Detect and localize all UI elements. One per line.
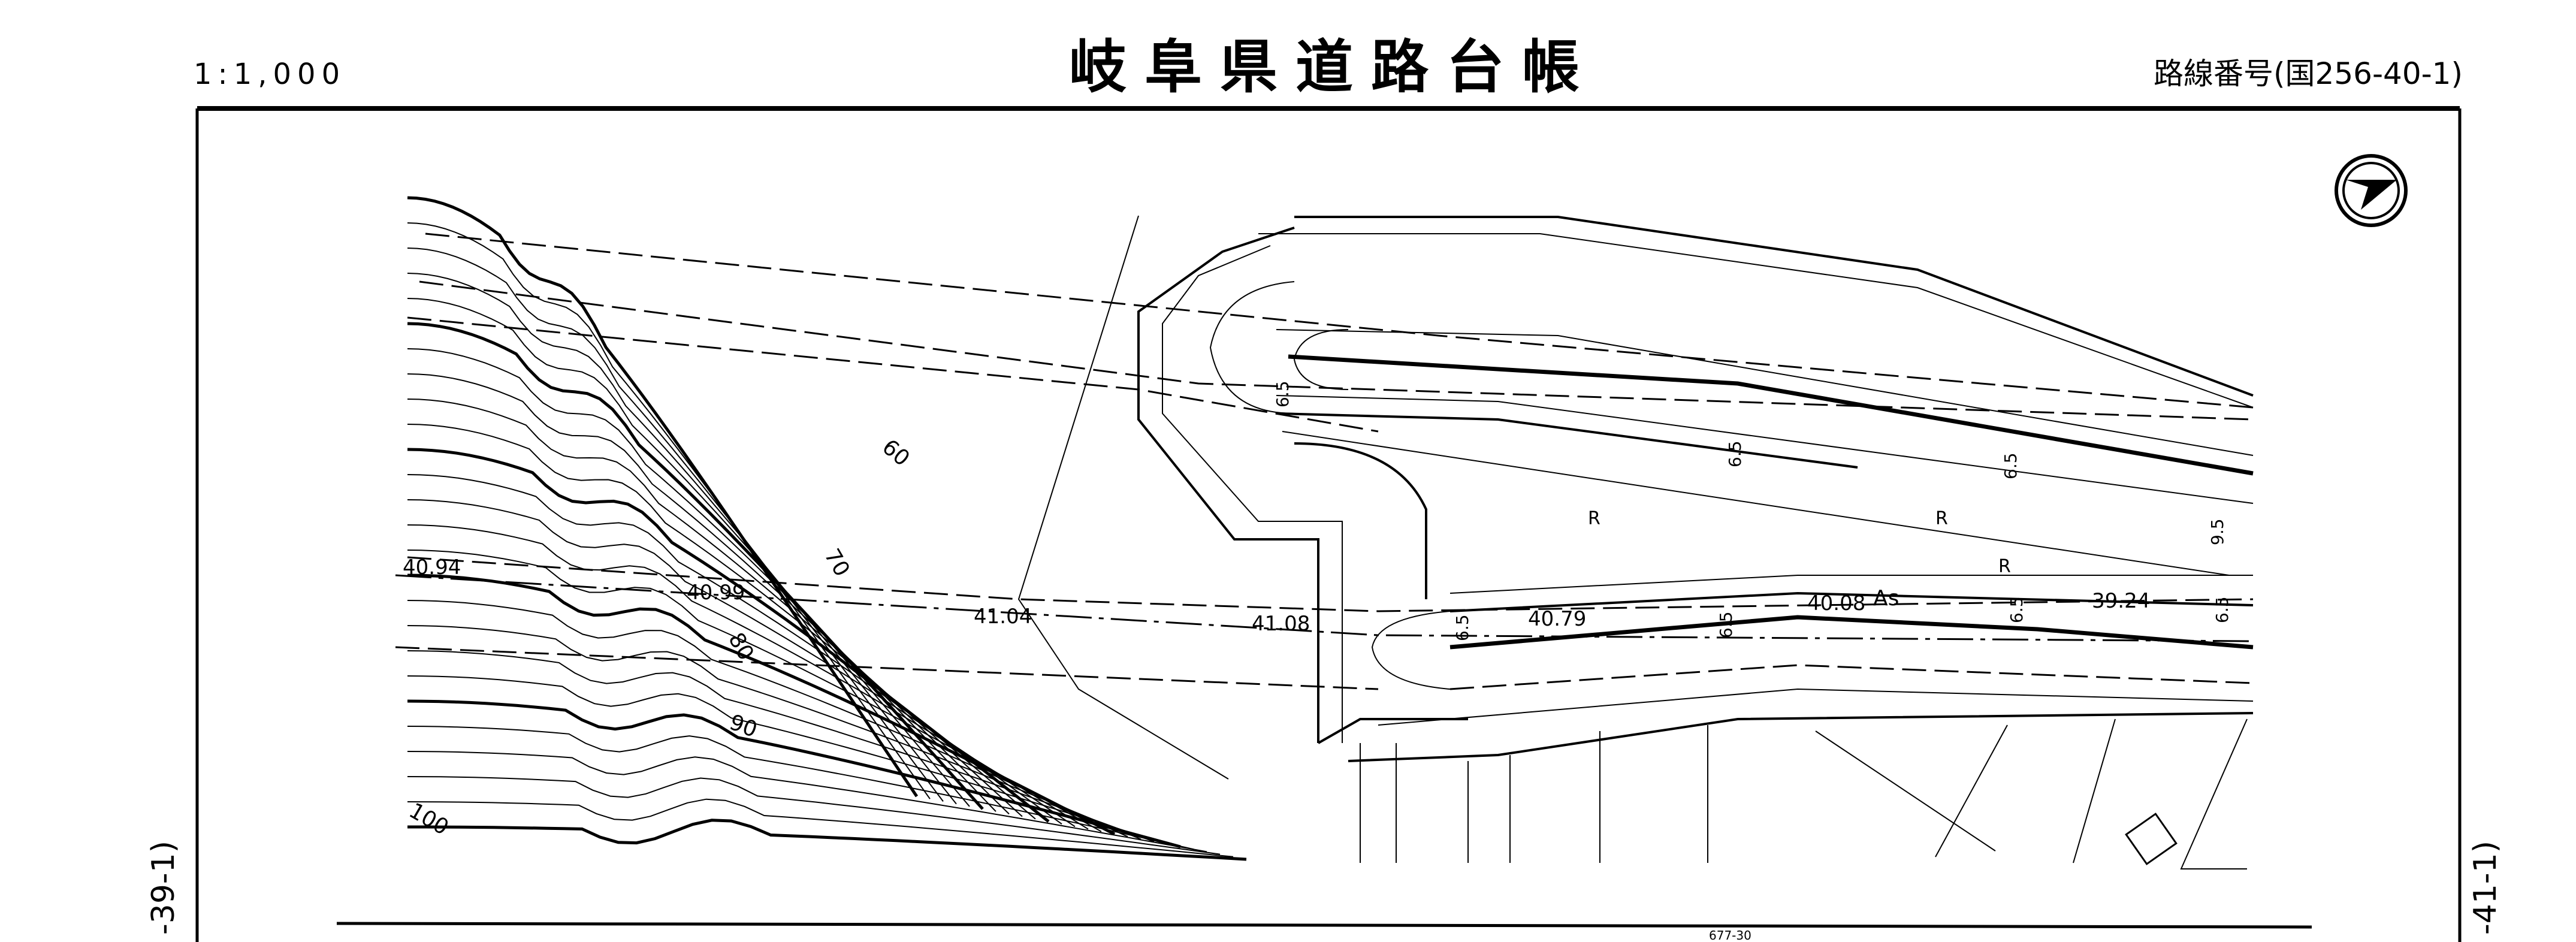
contour-line — [407, 247, 944, 802]
road-r-label: R — [1998, 556, 2011, 577]
north-arrow-icon — [2335, 154, 2408, 227]
alignment-lines — [395, 233, 2254, 690]
route-number: 路線番号(国256-40-1) — [2154, 56, 2463, 91]
contour-line — [407, 675, 1168, 845]
width-label: 6.5 — [1452, 614, 1472, 641]
contour-line — [407, 751, 1207, 853]
contour-label-group: 60 70 80 90 100 — [405, 434, 914, 840]
contour-line — [407, 798, 1234, 858]
width-label: 9.5 — [2207, 518, 2227, 545]
elevation-label: 40.79 — [1528, 607, 1586, 631]
width-label: 6.5 — [1273, 381, 1292, 407]
contour-lines — [407, 196, 1247, 861]
map-frame — [195, 106, 2462, 942]
road-r-label: R — [1935, 508, 1948, 529]
parcel-number: 677-30 — [1709, 928, 1751, 942]
contour-line — [407, 726, 1194, 850]
width-label: 6.5 — [2007, 596, 2027, 623]
contour-line — [407, 650, 1155, 843]
elevation-label: 41.04 — [974, 605, 1032, 629]
adjacent-sheet-right: -41-1) — [2468, 841, 2503, 935]
elevation-label: 40.94 — [403, 555, 461, 579]
contour-line — [407, 819, 1247, 861]
scale-label: 1:1,000 — [194, 58, 346, 91]
contour-label: 60 — [877, 434, 914, 471]
elevation-label: 40.08 — [1807, 591, 1865, 615]
contour-line — [407, 474, 1062, 825]
contour-line — [407, 600, 1128, 838]
contour-label: 100 — [405, 798, 453, 840]
contour-line — [407, 424, 1036, 820]
contour-line — [407, 550, 1102, 832]
elevation-label: 39.24 — [2092, 589, 2150, 613]
contour-line — [407, 776, 1221, 855]
road-r-label: R — [1588, 508, 1600, 529]
contour-line — [407, 448, 1050, 823]
width-label: 6.5 — [2001, 452, 2021, 479]
contour-line — [407, 298, 970, 807]
upper-road — [1017, 215, 2254, 780]
elevation-labels: 40.94 40.99 41.04 41.08 40.79 40.08 39.2… — [403, 555, 2150, 636]
elevation-label: 40.99 — [687, 581, 745, 605]
adjacent-sheet-left: -39-1) — [146, 841, 182, 935]
contour-line — [407, 524, 1089, 830]
contour-line — [407, 196, 919, 798]
contour-line — [407, 699, 1181, 849]
elevation-label: 41.08 — [1252, 612, 1310, 636]
page-title: 岐阜県道路台帳 — [1069, 34, 1597, 101]
width-label: 6.5 — [1716, 611, 1736, 638]
width-label: 6.5 — [1725, 440, 1745, 467]
lower-road — [1318, 575, 2254, 869]
width-label: 6.5 — [2212, 596, 2232, 623]
contour-line — [407, 625, 1141, 840]
contour-label: 90 — [726, 710, 760, 742]
road-labels: As R R R 6.5 6.5 6.5 9.5 6.5 6.5 6.5 6.5 — [1273, 381, 2232, 641]
contour-line — [407, 573, 1116, 836]
surface-label: As — [1873, 586, 1899, 611]
contour-label: 70 — [819, 545, 854, 581]
contour-line — [407, 499, 1076, 828]
contour-line — [407, 322, 984, 810]
contour-line — [407, 273, 957, 805]
